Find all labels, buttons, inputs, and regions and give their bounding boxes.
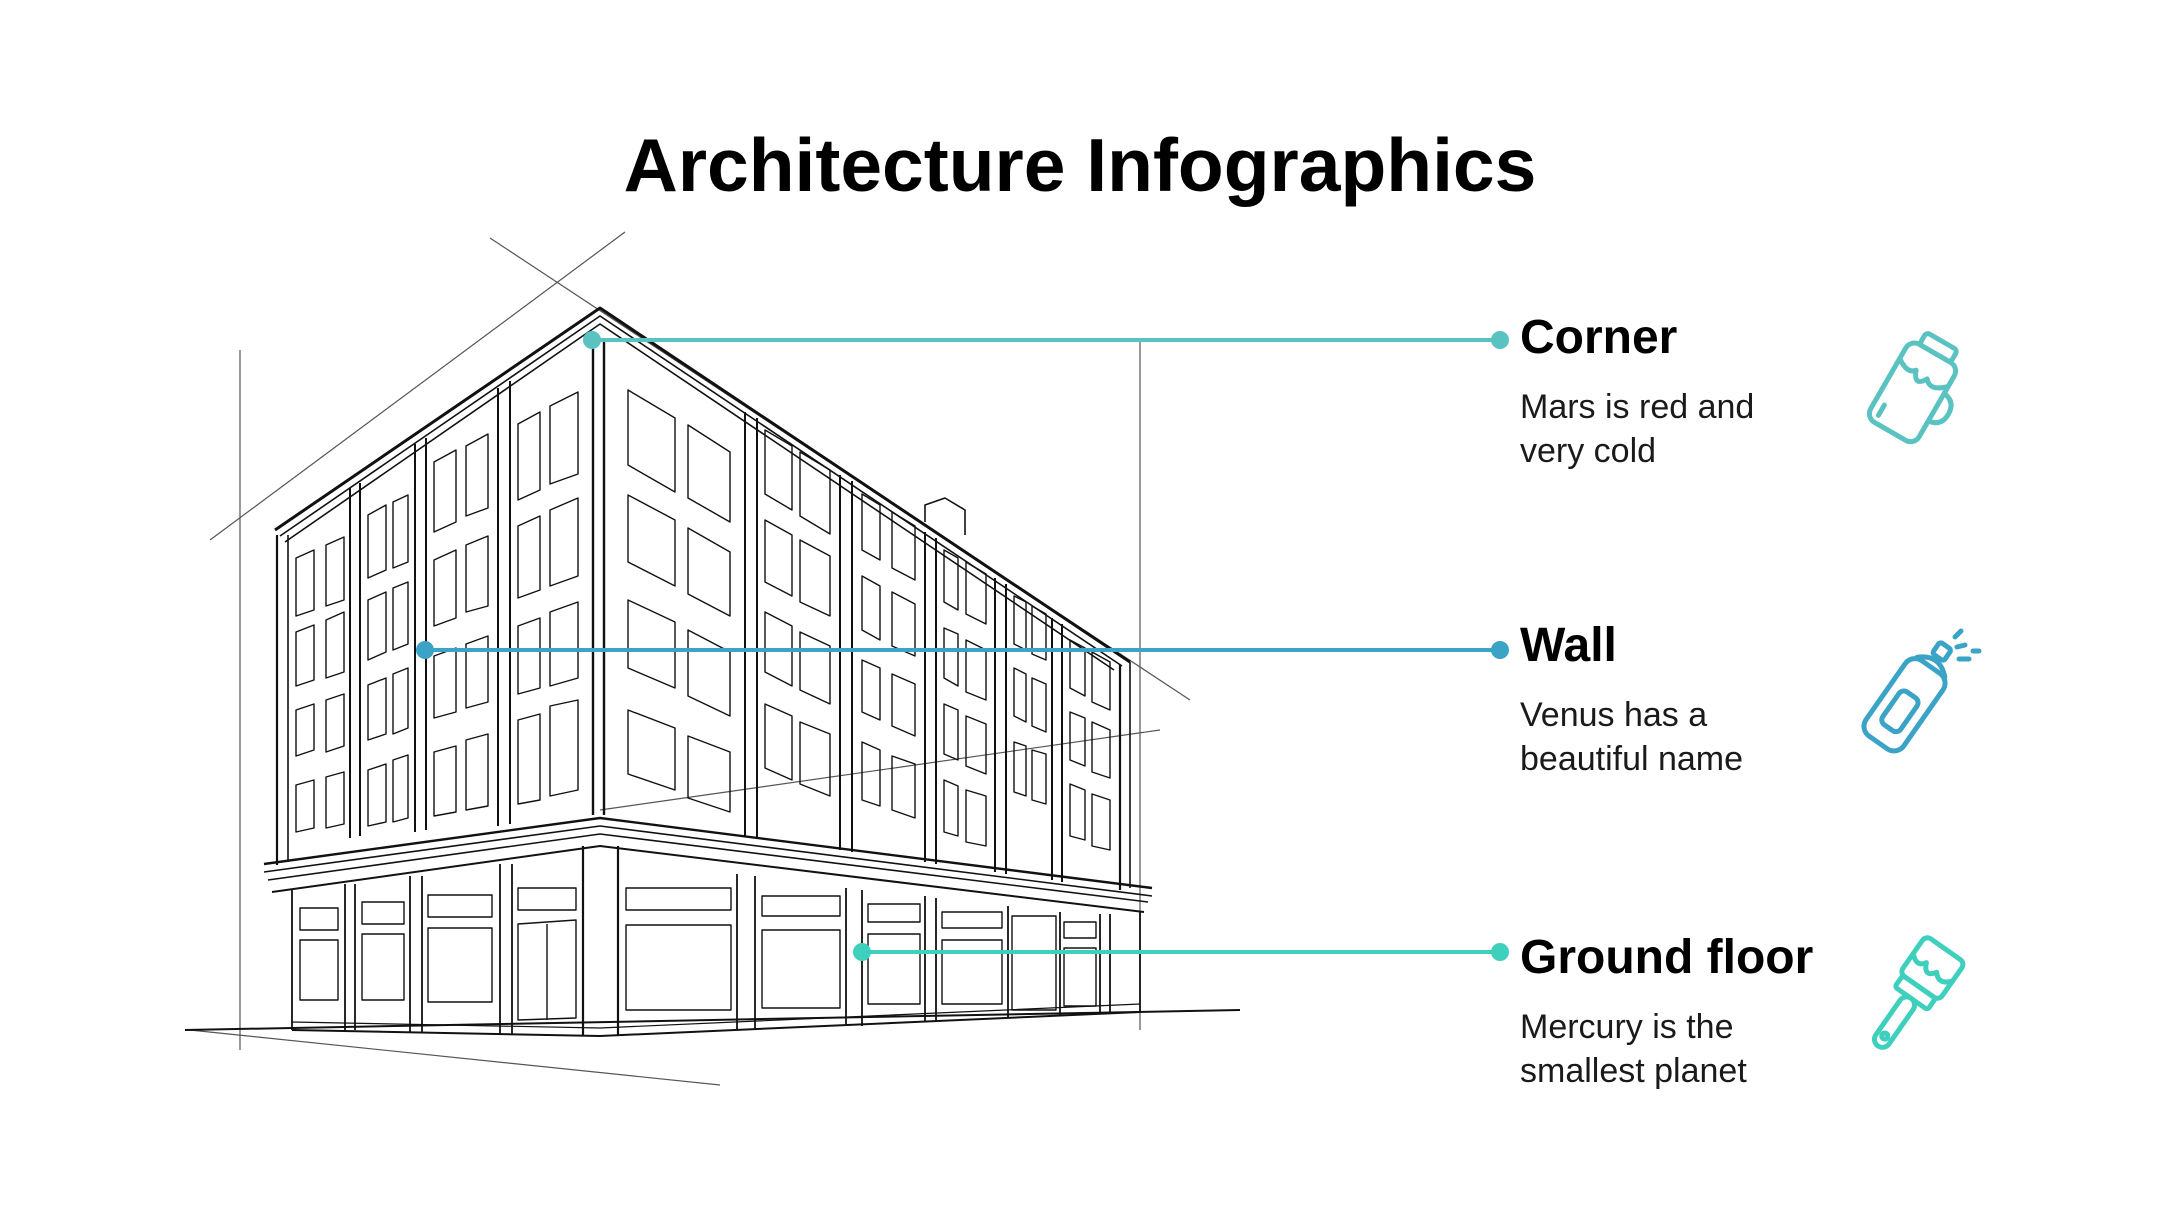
corner-marker [583, 331, 601, 349]
wall-description: Venus has a beautiful name [1520, 696, 1744, 778]
wall-marker [416, 641, 434, 659]
paint-bucket-icon [1866, 331, 1959, 445]
ground-floor-marker [853, 943, 871, 961]
ground-floor-description: Mercury is the smallest planet [1520, 1008, 1747, 1090]
ground-floor-endpoint [1491, 943, 1509, 961]
paint-brush-icon [1871, 935, 1966, 1050]
corner-heading: Corner [1520, 311, 1678, 364]
spray-can-icon [1861, 628, 1982, 754]
wall-endpoint [1491, 641, 1509, 659]
corner-endpoint [1491, 331, 1509, 349]
page-title: Architecture Infographics [623, 123, 1537, 207]
corner-description: Mars is red and very cold [1520, 388, 1755, 470]
wall-heading: Wall [1520, 619, 1617, 672]
ground-floor-heading: Ground floor [1520, 931, 1814, 984]
